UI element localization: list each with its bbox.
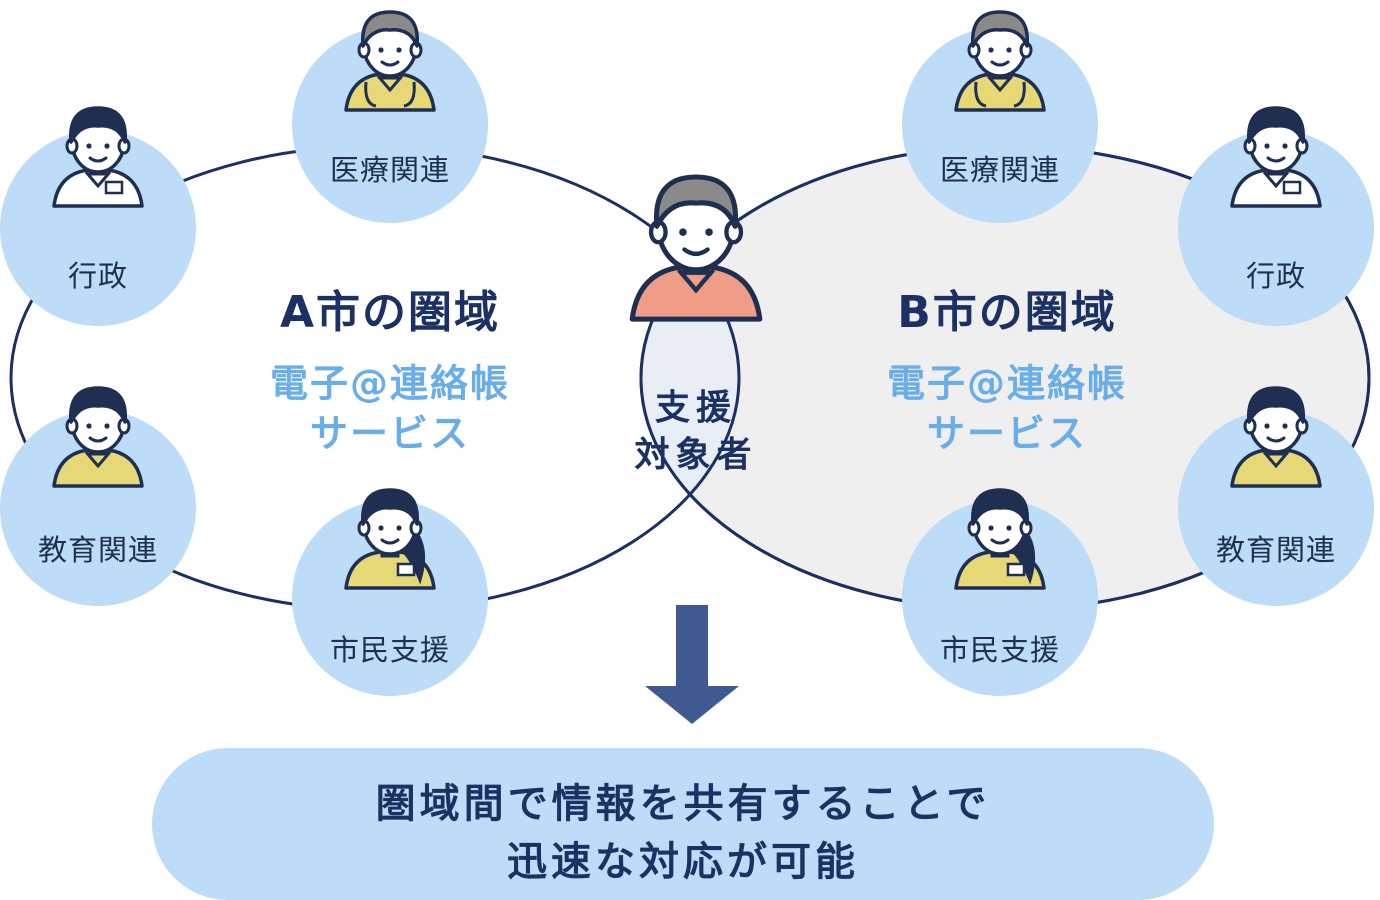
teacher-icon xyxy=(1230,386,1322,488)
node-circle-a-education xyxy=(0,410,196,606)
supporter-icon xyxy=(954,488,1046,590)
node-circle-a-admin xyxy=(0,130,196,326)
administrator-icon xyxy=(52,106,144,208)
arrow-down-icon xyxy=(645,605,739,724)
node-circle-b-medical xyxy=(902,27,1098,223)
node-label-b-education: 教育関連 xyxy=(1215,533,1337,567)
center-label-line2: 対象者 xyxy=(634,435,758,476)
node-circle-b-education xyxy=(1178,410,1374,606)
node-label-a-admin: 行政 xyxy=(67,259,129,293)
conclusion-banner xyxy=(152,748,1214,900)
node-circle-b-citizen xyxy=(902,500,1098,696)
region-a-service-line1: 電子@連絡帳 xyxy=(269,361,511,406)
region-a-title: A市の圏域 xyxy=(279,287,501,338)
node-label-b-citizen: 市民支援 xyxy=(939,633,1061,667)
node-label-a-education: 教育関連 xyxy=(37,533,159,567)
conclusion-line1: 圏域間で情報を共有することで xyxy=(375,781,991,827)
node-label-b-admin: 行政 xyxy=(1245,259,1307,293)
node-circle-a-citizen xyxy=(292,500,488,696)
teacher-icon xyxy=(52,386,144,488)
node-circle-a-medical xyxy=(292,27,488,223)
conclusion-line2: 迅速な対応が可能 xyxy=(507,839,859,885)
region-b-service-line1: 電子@連絡帳 xyxy=(886,361,1128,406)
doctor-icon xyxy=(344,10,436,112)
node-label-b-medical: 医療関連 xyxy=(939,153,1061,187)
person-icons xyxy=(52,10,1322,590)
administrator-icon xyxy=(1230,106,1322,208)
center-label-line1: 支援 xyxy=(654,388,738,429)
region-b-service-line2: サービス xyxy=(926,411,1088,456)
elderly-person-icon xyxy=(629,174,763,322)
node-label-a-citizen: 市民支援 xyxy=(329,633,451,667)
doctor-icon xyxy=(954,10,1046,112)
region-a-service-line2: サービス xyxy=(309,411,471,456)
region-b-title: B市の圏域 xyxy=(897,287,1117,338)
node-label-a-medical: 医療関連 xyxy=(329,153,451,187)
supporter-icon xyxy=(344,488,436,590)
node-circle-b-admin xyxy=(1178,130,1374,326)
